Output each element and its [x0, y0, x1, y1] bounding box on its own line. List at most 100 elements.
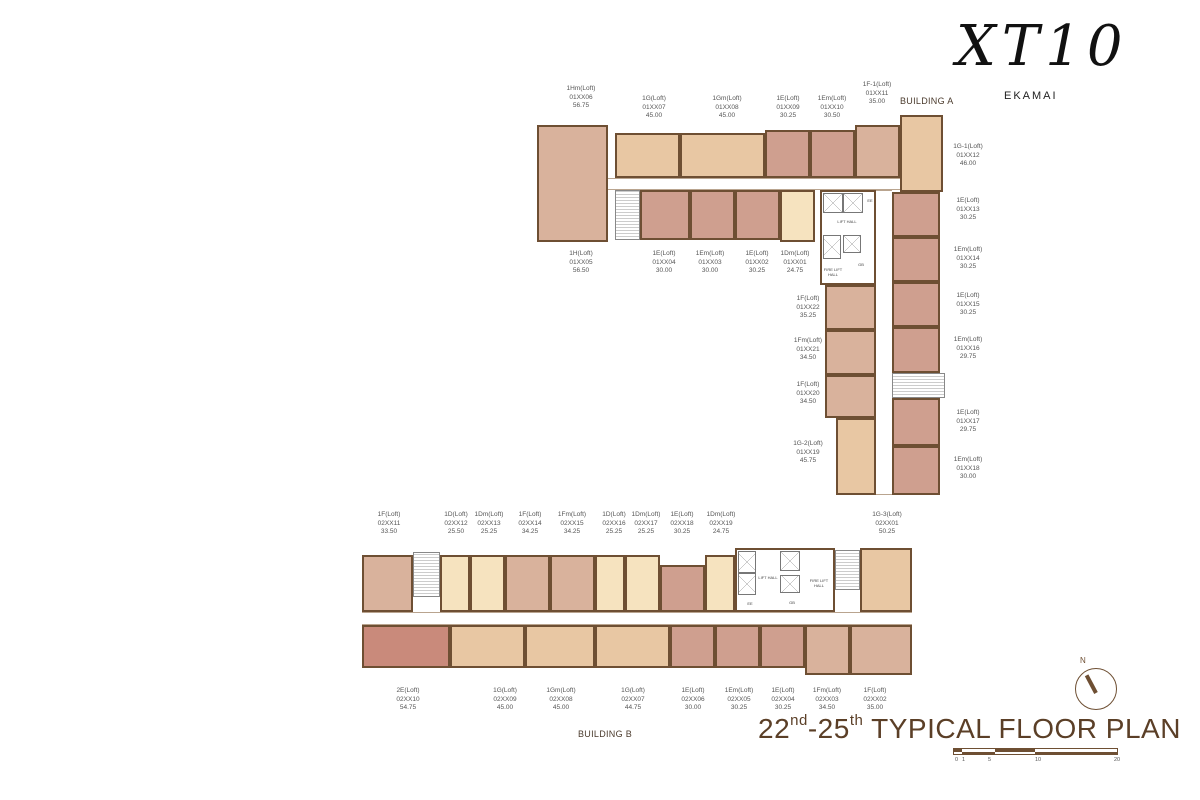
unit-block [850, 625, 912, 675]
building-a-label: BUILDING A [900, 96, 954, 106]
unit-code: 02XX18 [670, 519, 694, 527]
unit-block [836, 418, 876, 495]
unit-code: 01XX16 [956, 344, 980, 352]
unit-type: 1E(Loft) [776, 95, 800, 102]
unit-type: 1D(Loft) [602, 511, 626, 518]
scale-tick-label: 0 [955, 757, 959, 763]
unit-type: 1F(Loft) [377, 511, 401, 518]
stair-icon [892, 373, 945, 398]
stair-icon [835, 550, 860, 590]
title-to-sup: th [849, 712, 864, 729]
unit-area: 30.25 [673, 528, 691, 535]
lift-icon [738, 573, 756, 595]
ee-label: EE [747, 601, 753, 606]
unit-type: 1H(Loft) [569, 250, 593, 257]
lift-hall-label: LIFT HALL [837, 219, 857, 224]
unit-type: 1Gm(Loft) [712, 95, 742, 102]
unit-type: 1F(Loft) [796, 381, 820, 388]
gb-label: GB [858, 262, 864, 267]
unit-type: 2E(Loft) [396, 687, 420, 694]
title-rest: TYPICAL FLOOR PLAN [863, 713, 1181, 744]
unit-type: 1Gm(Loft) [546, 687, 576, 694]
unit-area: 34.25 [521, 528, 539, 535]
unit-block [362, 625, 450, 668]
unit-block [860, 548, 912, 612]
unit-code: 01XX06 [569, 93, 593, 101]
unit-code: 01XX04 [652, 258, 676, 266]
unit-code: 02XX12 [444, 519, 468, 527]
unit-block [900, 115, 943, 192]
unit-block [595, 555, 625, 612]
lift-icon [738, 551, 756, 573]
unit-type: 1Em(Loft) [695, 250, 725, 257]
unit-block [362, 555, 413, 612]
lift-hall-label: LIFT HALL [758, 575, 778, 580]
unit-block [705, 555, 735, 612]
gb-label: GB [789, 600, 795, 605]
unit-block [805, 625, 850, 675]
unit-area: 35.25 [799, 312, 817, 319]
unit-area: 30.25 [959, 309, 977, 316]
unit-block [855, 125, 900, 178]
unit-area: 30.00 [959, 473, 977, 480]
unit-block [825, 330, 876, 375]
unit-code: 02XX09 [493, 695, 517, 703]
unit-area: 30.25 [730, 704, 748, 711]
unit-code: 02XX16 [602, 519, 626, 527]
page-title: 22nd-25th TYPICAL FLOOR PLAN [758, 712, 1181, 745]
unit-type: 1E(Loft) [670, 511, 694, 518]
unit-code: 02XX01 [875, 519, 899, 527]
unit-code: 01XX12 [956, 151, 980, 159]
unit-block [892, 398, 940, 446]
unit-block [450, 625, 525, 668]
unit-area: 56.75 [572, 102, 590, 109]
unit-code: 02XX02 [863, 695, 887, 703]
unit-area: 34.50 [818, 704, 836, 711]
unit-area: 45.00 [496, 704, 514, 711]
unit-block [825, 285, 876, 330]
unit-code: 01XX15 [956, 300, 980, 308]
unit-area: 34.50 [799, 354, 817, 361]
unit-area: 33.50 [380, 528, 398, 535]
unit-code: 01XX01 [783, 258, 807, 266]
lift-icon [780, 575, 800, 593]
corridor [876, 190, 892, 495]
unit-code: 01XX03 [698, 258, 722, 266]
unit-type: 1Fm(Loft) [793, 337, 823, 344]
unit-code: 01XX10 [820, 103, 844, 111]
unit-block [505, 555, 550, 612]
unit-area: 30.50 [823, 112, 841, 119]
unit-block [780, 190, 815, 242]
unit-block [595, 625, 670, 668]
unit-block [765, 130, 810, 178]
unit-code: 02XX17 [634, 519, 658, 527]
unit-area: 35.00 [868, 98, 886, 105]
unit-block [735, 190, 780, 240]
unit-area: 30.00 [655, 267, 673, 274]
unit-code: 01XX21 [796, 345, 820, 353]
unit-code: 01XX22 [796, 303, 820, 311]
scale-tick-label: 1 [962, 757, 966, 763]
unit-block [760, 625, 805, 668]
unit-code: 01XX17 [956, 417, 980, 425]
unit-area: 25.25 [480, 528, 498, 535]
lift-icon [823, 193, 843, 213]
